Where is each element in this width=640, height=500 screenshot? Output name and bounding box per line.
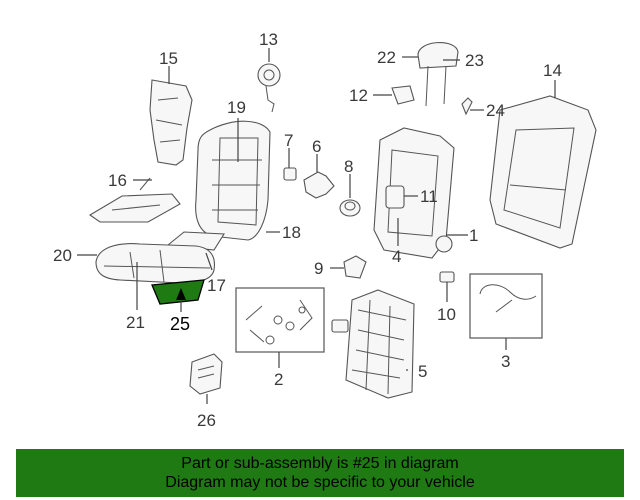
part-19-back-cushion bbox=[195, 120, 271, 241]
part-6-bracket bbox=[303, 171, 335, 199]
callout-22: 22 bbox=[377, 48, 396, 67]
callout-4: 4 bbox=[392, 247, 401, 266]
callout-13: 13 bbox=[259, 30, 278, 49]
part-3-cable bbox=[469, 273, 543, 339]
callout-14: 14 bbox=[543, 61, 562, 80]
callout-11: 11 bbox=[420, 187, 438, 206]
part-info-banner: Part or sub-assembly is #25 in diagram D… bbox=[16, 449, 624, 497]
callout-1: 1 bbox=[469, 226, 478, 245]
part-14-rear-shell bbox=[489, 95, 597, 249]
part-5-seat-pan bbox=[331, 289, 415, 399]
callout-25: 25 bbox=[170, 314, 190, 334]
callout-5: 5 bbox=[418, 362, 427, 381]
callout-8: 8 bbox=[344, 157, 353, 176]
callout-16: 16 bbox=[108, 171, 127, 190]
callout-24: 24 bbox=[486, 101, 505, 120]
callout-6: 6 bbox=[312, 137, 321, 156]
callout-18: 18 bbox=[282, 223, 301, 242]
part-26-switch bbox=[189, 353, 223, 395]
callout-23: 23 bbox=[465, 51, 484, 70]
callout-20: 20 bbox=[53, 246, 72, 265]
part-25-highlighted[interactable] bbox=[151, 279, 205, 305]
part-10-cap bbox=[439, 271, 455, 283]
leader-lines bbox=[77, 48, 556, 404]
part-9-handle bbox=[343, 255, 367, 279]
callout-2: 2 bbox=[274, 370, 283, 389]
part-12-trim bbox=[391, 85, 415, 105]
part-15-back-panel bbox=[149, 79, 193, 166]
callout-3: 3 bbox=[501, 352, 510, 371]
callout-7: 7 bbox=[284, 131, 293, 150]
part-22-23-headrest bbox=[417, 42, 459, 107]
part-frame-seatback bbox=[373, 127, 455, 259]
callout-21: 21 bbox=[126, 313, 145, 332]
callout-9: 9 bbox=[314, 259, 323, 278]
callout-15: 15 bbox=[159, 49, 178, 68]
part-24-guide bbox=[461, 97, 473, 116]
part-16-pad bbox=[88, 177, 181, 223]
callout-12: 12 bbox=[349, 86, 368, 105]
callout-labels: 1 2 3 4 5 6 7 8 9 10 11 12 13 14 15 16 1… bbox=[53, 30, 562, 430]
callout-19: 19 bbox=[227, 98, 246, 117]
callout-10: 10 bbox=[437, 305, 456, 324]
part-20-seat-cushion bbox=[95, 243, 216, 284]
banner-line-2: Diagram may not be specific to your vehi… bbox=[165, 474, 475, 491]
part-13-speaker bbox=[257, 63, 281, 113]
callout-17: 17 bbox=[207, 276, 226, 295]
callout-26: 26 bbox=[197, 411, 216, 430]
part-2-fastener-kit bbox=[235, 287, 325, 353]
part-7-clip bbox=[283, 167, 297, 181]
part-8-knob bbox=[339, 199, 361, 217]
banner-line-1: Part or sub-assembly is #25 in diagram bbox=[181, 455, 459, 472]
